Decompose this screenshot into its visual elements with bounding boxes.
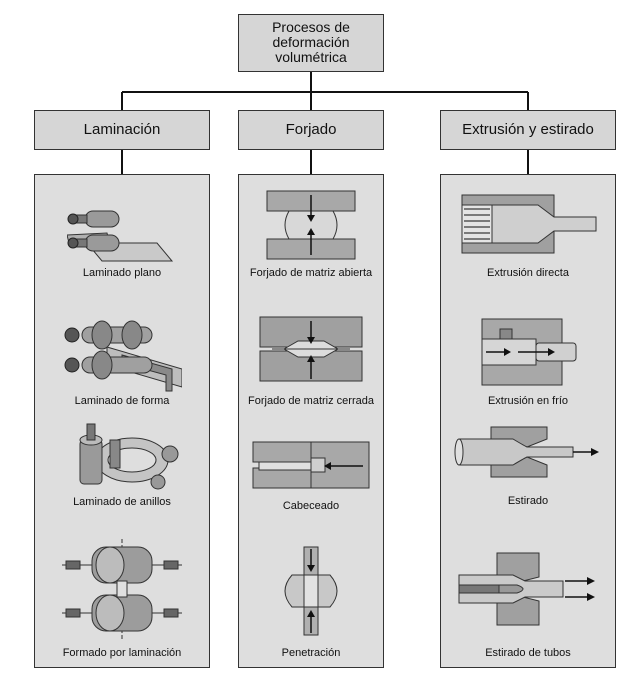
item-label: Estirado — [507, 495, 549, 507]
ring-rolling-icon — [79, 423, 179, 490]
item-label: Forjado de matriz abierta — [249, 267, 373, 279]
item-label: Laminado plano — [82, 267, 162, 279]
process-item: Penetración — [239, 545, 383, 669]
category-extrusion: Extrusión y estirado — [440, 110, 616, 150]
item-label: Extrusión en frío — [487, 395, 569, 407]
roll-forming-icon — [62, 539, 182, 639]
item-label: Penetración — [281, 647, 341, 659]
root-process-box: Procesos de deformación volumétrica — [238, 14, 384, 72]
category-laminacion: Laminación — [34, 110, 210, 150]
process-item: Estirado de tubos — [441, 545, 615, 669]
item-label: Estirado de tubos — [485, 647, 571, 659]
root-title-line-2: deformación — [272, 34, 350, 50]
item-label: Formado por laminación — [62, 647, 182, 659]
item-label: Extrusión directa — [487, 267, 569, 279]
root-title-line-1: Procesos de — [272, 19, 350, 35]
process-item: Laminado plano — [35, 175, 209, 295]
process-item: Formado por laminación — [35, 535, 209, 669]
panel-forjado: Forjado de matriz abierta Forjado de mat… — [238, 174, 384, 668]
drawing-icon — [454, 426, 599, 478]
process-item: Extrusión en frío — [441, 305, 615, 407]
tube-drawing-icon — [458, 552, 595, 626]
closed-die-forging-icon — [259, 316, 363, 382]
process-item: Forjado de matriz abierta — [239, 175, 383, 295]
root-title-line-3: volumétrica — [275, 49, 347, 65]
process-item: Laminado de forma — [35, 305, 209, 407]
process-item: Laminado de anillos — [35, 420, 209, 520]
panel-extrusion: Extrusión directa Extrusión en frío Esti… — [440, 174, 616, 668]
item-label: Laminado de anillos — [73, 496, 171, 508]
item-label: Forjado de matriz cerrada — [248, 395, 374, 407]
open-die-forging-icon — [266, 190, 356, 260]
flat-rolling-icon — [67, 210, 174, 262]
item-label: Laminado de forma — [74, 395, 170, 407]
cold-extrusion-icon — [481, 318, 577, 386]
item-label: Cabeceado — [282, 500, 340, 512]
process-item: Extrusión directa — [441, 175, 615, 295]
shape-rolling-icon — [64, 320, 182, 392]
heading-icon — [252, 441, 370, 489]
category-forjado: Forjado — [238, 110, 384, 150]
process-item: Forjado de matriz cerrada — [239, 305, 383, 407]
process-item: Cabeceado — [239, 430, 383, 530]
direct-extrusion-icon — [461, 194, 597, 254]
panel-laminacion: Laminado plano Laminado de forma Lamina — [34, 174, 210, 668]
process-item: Estirado — [441, 425, 615, 525]
piercing-icon — [284, 546, 338, 636]
